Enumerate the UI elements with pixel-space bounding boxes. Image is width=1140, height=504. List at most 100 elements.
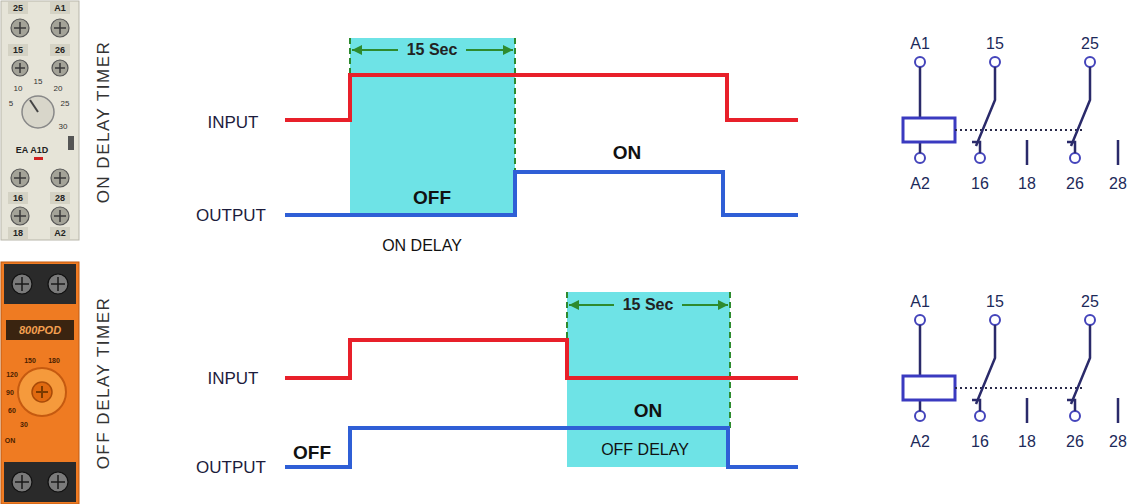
- terminal-screw: [11, 19, 69, 225]
- dial-number: 5: [9, 100, 13, 108]
- pin-label: 28: [1109, 176, 1127, 192]
- dial-number: 20: [54, 85, 63, 93]
- on-delay-timer-device: [8, 44, 28, 56]
- output-signal: [285, 428, 798, 467]
- signal-name: OUTPUT: [196, 207, 266, 224]
- changeover-contact: [1067, 67, 1090, 153]
- time-marker: [567, 292, 730, 428]
- on-delay-timer-device: [8, 2, 28, 14]
- delay-band-fill: [350, 38, 730, 467]
- mechanical-link: [955, 129, 1084, 131]
- on-delay-timing: [285, 38, 798, 215]
- terminal-circle: [990, 57, 1000, 67]
- screw-slot: [14, 22, 66, 34]
- dial-knob: [32, 382, 52, 402]
- device-title: ON DELAY TIMER: [95, 41, 112, 204]
- dial-mark: ON: [5, 437, 16, 444]
- terminal-number: 16: [13, 194, 23, 203]
- pin-label: 25: [1081, 294, 1099, 310]
- state-label: ON: [613, 143, 642, 162]
- time-dial: [22, 96, 54, 128]
- pin-label: A1: [910, 294, 930, 310]
- signal-name: INPUT: [208, 114, 259, 131]
- model-name: EA A1D: [16, 146, 48, 155]
- terminal-number: A1: [54, 4, 66, 13]
- mode-label: OFF DELAY: [601, 442, 689, 458]
- pin-label: A2: [910, 176, 930, 192]
- dial-number: 30: [20, 421, 28, 428]
- pin-label: 26: [1066, 176, 1084, 192]
- terminal-number: 15: [13, 46, 23, 55]
- input-signal: [285, 340, 798, 378]
- mode-label: ON DELAY: [382, 238, 462, 254]
- terminal-number: A2: [54, 229, 66, 238]
- dial-pointer: [36, 386, 48, 398]
- off-delay-timing: [285, 292, 798, 467]
- terminal-number: 26: [55, 46, 65, 55]
- no-contact: [1027, 140, 1118, 165]
- delay-time: 15 Sec: [623, 297, 674, 313]
- pin-label: 16: [971, 434, 989, 450]
- dial-number: 150: [24, 357, 36, 364]
- on-delay-timer-device: [50, 44, 70, 56]
- on-delay-timer-device: [50, 192, 70, 204]
- coil-symbol: [903, 118, 955, 142]
- signal-name: OUTPUT: [196, 459, 266, 476]
- off-delay-timer-device: [4, 462, 76, 502]
- state-label: OFF: [413, 188, 451, 207]
- delay-band-fill: [350, 38, 515, 215]
- pin-label: 15: [986, 294, 1004, 310]
- pin-label: 15: [986, 36, 1004, 52]
- time-marker: [350, 38, 515, 172]
- screw-slot: [15, 63, 65, 73]
- terminal-number: 18: [13, 229, 23, 238]
- signal-name: INPUT: [208, 370, 259, 387]
- dial-number: 60: [8, 407, 16, 414]
- terminal-screw: [12, 274, 68, 492]
- device-title: OFF DELAY TIMER: [95, 297, 112, 470]
- on-delay-timer-device: [1, 1, 79, 240]
- dial-pointer: [30, 100, 38, 112]
- dial-number: 15: [34, 78, 43, 86]
- terminal-circle: [975, 153, 985, 163]
- state-label: OFF: [293, 443, 331, 462]
- on-delay-timer-device: [8, 227, 28, 239]
- dimension-arrow: [718, 300, 728, 310]
- screw-slot: [14, 210, 66, 222]
- state-label: ON: [634, 401, 663, 420]
- terminal-number: 25: [13, 4, 23, 13]
- pin-label: 26: [1066, 434, 1084, 450]
- screw-slot: [15, 475, 65, 489]
- output-signal: [285, 172, 798, 215]
- dimension-arrow: [503, 45, 513, 55]
- screw-slot: [15, 277, 65, 291]
- on-delay-timer-device: [50, 227, 70, 239]
- off-delay-timer-device: [1, 262, 79, 504]
- changeover-contact: [972, 67, 995, 153]
- delay-band: 15 SecON OFF DELAY: [567, 292, 730, 467]
- terminal-circle: [1070, 153, 1080, 163]
- relay-symbol: [903, 57, 1118, 165]
- pin-label: 16: [971, 176, 989, 192]
- off-delay-timer-device: [1, 262, 79, 504]
- delay-band: 15 SecOFF: [350, 38, 515, 215]
- screw-slot: [14, 172, 66, 184]
- dial-number: 30: [59, 123, 68, 131]
- pin-label: A1: [910, 36, 930, 52]
- on-delay-timer-device: [1, 1, 79, 240]
- pin-label: 18: [1018, 176, 1036, 192]
- terminal-circle: [915, 57, 925, 67]
- model-plate: [6, 320, 74, 340]
- range-switch: [68, 136, 74, 150]
- terminal-circle: [1085, 57, 1095, 67]
- dimension-arrow: [569, 300, 579, 310]
- dimension-arrow: [352, 45, 362, 55]
- on-delay-timer-device: [50, 2, 70, 14]
- dial-number: 180: [48, 357, 60, 364]
- pin-label: A2: [910, 434, 930, 450]
- off-delay-timer-device: [4, 264, 76, 304]
- dial-number: 90: [6, 389, 14, 396]
- time-dial: [18, 368, 66, 416]
